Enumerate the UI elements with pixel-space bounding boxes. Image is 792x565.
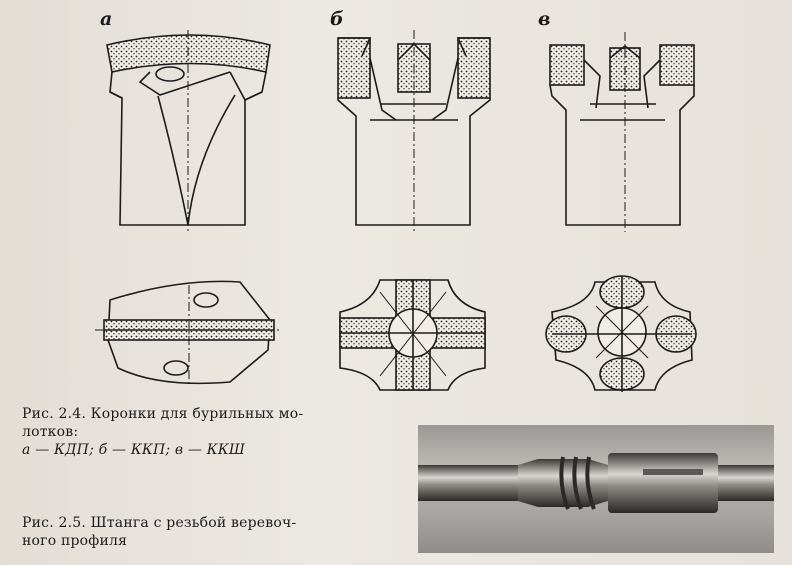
bit-a-end-view xyxy=(95,280,282,385)
caption-line: ного профиля xyxy=(22,533,128,549)
bit-b-side-view xyxy=(337,30,491,232)
panel-label-v: в xyxy=(538,8,551,30)
bit-v-side-view xyxy=(549,32,695,232)
figure-2-4-caption: Рис. 2.4. Коронки для бурильных мо- лотк… xyxy=(22,405,392,459)
bit-b-end-view xyxy=(339,279,486,391)
panel-label-a: а xyxy=(100,8,113,30)
bit-a-side-view xyxy=(106,30,271,232)
figure-2-5-caption: Рис. 2.5. Штанга с резьбой веревоч- ного… xyxy=(22,514,392,550)
caption-line: Рис. 2.4. Коронки для бурильных мо- xyxy=(22,406,304,422)
bit-v-end-view xyxy=(545,275,697,392)
caption-line: а — КДП; б — ККП; в — ККШ xyxy=(22,442,246,458)
panel-label-b: б xyxy=(330,8,344,30)
caption-line: Рис. 2.5. Штанга с резьбой веревоч- xyxy=(22,515,297,531)
drill-rod-photo xyxy=(418,425,774,553)
caption-line: лотков: xyxy=(22,424,79,440)
